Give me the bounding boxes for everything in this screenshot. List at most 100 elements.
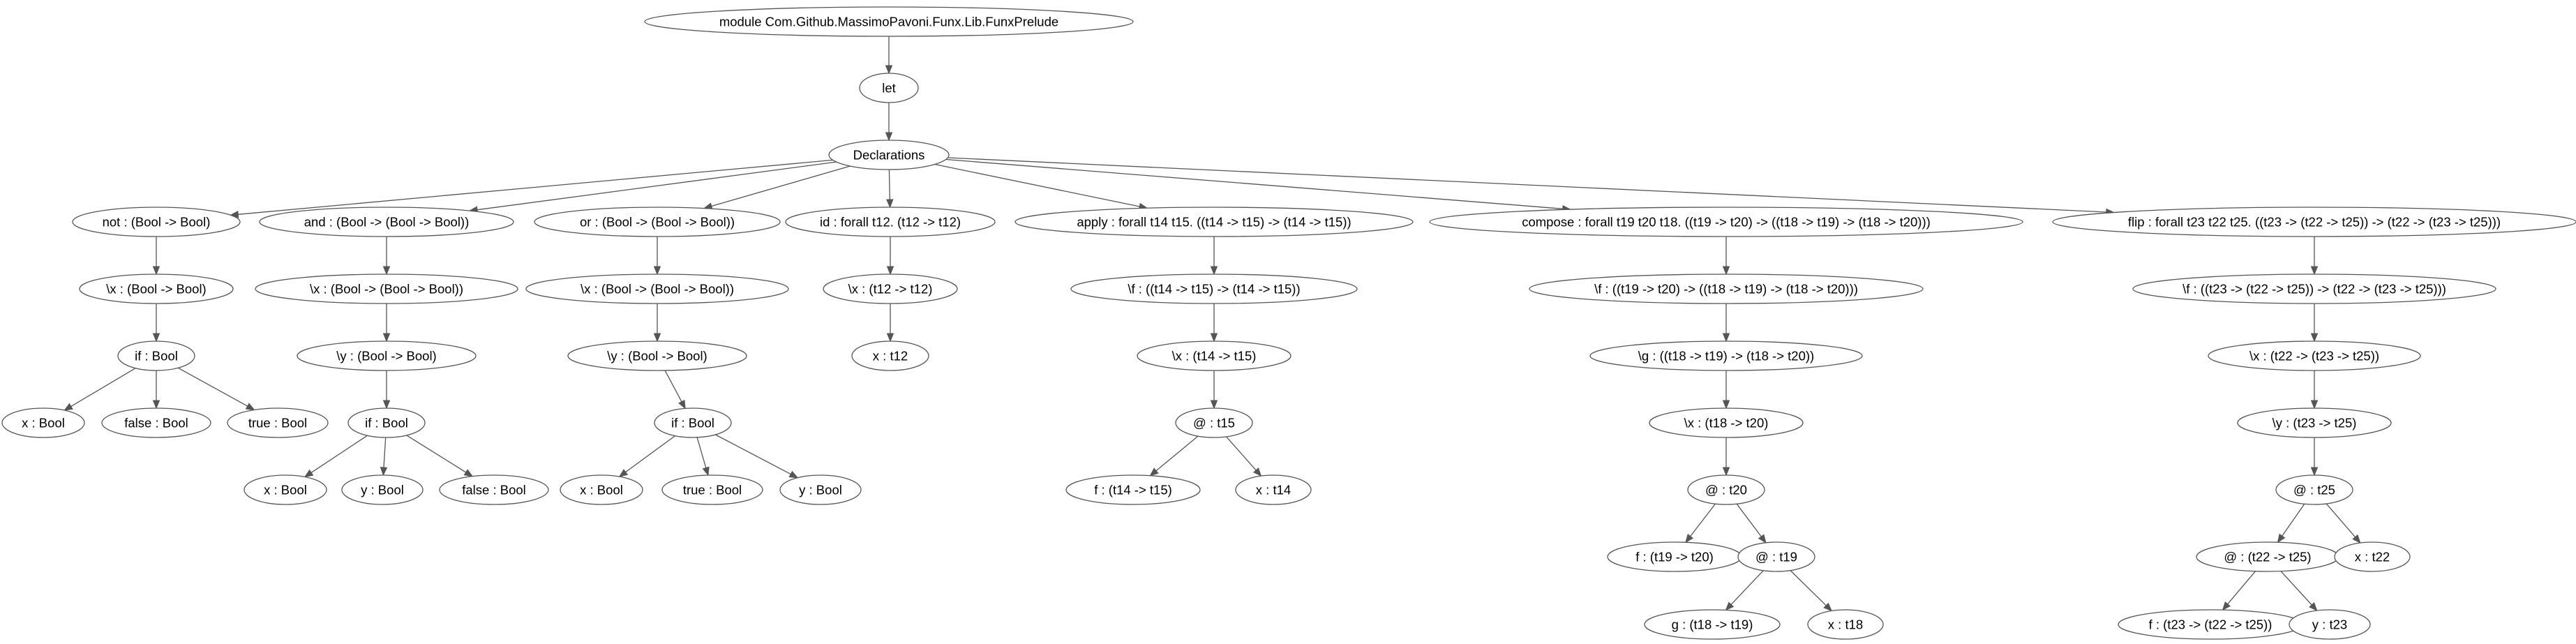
edge-flip-lx-to-flip-ly: [2310, 370, 2319, 410]
node-id-lx: \x : (t12 -> t12): [823, 274, 958, 304]
node-flip-x: x : t22: [2334, 541, 2411, 572]
node-label: true : Bool: [683, 483, 742, 497]
node-label: \x : (t22 -> (t23 -> t25)): [2249, 349, 2379, 364]
node-ellipse: [560, 474, 643, 505]
node-ellipse: [1137, 340, 1291, 371]
node-ellipse: [525, 274, 789, 304]
node-ellipse: [2208, 340, 2421, 371]
node-ellipse: [2289, 609, 2371, 640]
node-comp-g: g : (t18 -> t19): [1644, 609, 1781, 640]
node-and: and : (Bool -> (Bool -> Bool)): [259, 207, 514, 237]
edge-line: [1730, 570, 1764, 605]
edge-module-to-let: [885, 36, 893, 75]
edge-line: [1790, 570, 1827, 606]
edge-line: [238, 159, 833, 215]
edge-comp-at-to-comp-f: [1685, 503, 1716, 544]
edge-and-if-to-and-false: [406, 435, 474, 477]
arrowhead: [463, 469, 474, 477]
node-ellipse: [828, 140, 950, 170]
edge-comp-lx-to-comp-at: [1722, 437, 1730, 477]
node-label: x : Bool: [22, 416, 65, 430]
node-ellipse: [347, 407, 426, 438]
node-label: x : Bool: [580, 483, 623, 497]
tree-edges: [63, 36, 2361, 612]
node-label: not : (Bool -> Bool): [103, 215, 211, 230]
edge-and-if-to-and-x: [304, 435, 368, 478]
node-label: \y : (Bool -> Bool): [336, 349, 436, 364]
edge-not-if-to-not-x: [63, 368, 136, 411]
node-ellipse: [779, 474, 862, 505]
edge-not-if-to-not-false: [152, 370, 160, 410]
node-not-false: false : Bool: [101, 407, 211, 438]
node-label: @ : t15: [1193, 416, 1235, 430]
arrowhead: [152, 400, 160, 410]
node-flip-at2: @ : (t22 -> t25): [2196, 541, 2339, 572]
arrowhead: [1758, 534, 1767, 544]
node-label: id : forall t12. (t12 -> t12): [820, 215, 961, 230]
arrowhead: [382, 333, 391, 343]
node-flip-at: @ : t25: [2275, 474, 2353, 505]
edge-compose-to-comp-lf: [1722, 237, 1730, 276]
arrowhead: [2310, 333, 2319, 343]
node-label: \f : ((t19 -> t20) -> ((t18 -> t19) -> (…: [1594, 282, 1858, 297]
edge-not-to-not-lx: [152, 237, 160, 276]
node-ellipse: [259, 207, 514, 237]
node-label: if : Bool: [135, 349, 178, 364]
node-label: @ : t25: [2293, 483, 2335, 497]
node-label: x : t18: [1828, 617, 1863, 632]
node-and-false: false : Bool: [439, 474, 549, 505]
arrowhead: [304, 469, 314, 478]
arrowhead: [1725, 601, 1735, 611]
node-label: false : Bool: [124, 416, 188, 430]
edge-flip-at-to-flip-x: [2326, 503, 2361, 544]
edge-and-if-to-and-y: [380, 437, 388, 477]
node-ellipse: [2237, 407, 2392, 438]
arrowhead: [2310, 400, 2319, 410]
node-apply-x: x : t14: [1235, 474, 1312, 505]
node-ellipse: [644, 6, 1134, 37]
edge-or-ly-to-or-if: [664, 370, 686, 410]
arrowhead: [152, 266, 160, 276]
edge-line: [2227, 571, 2256, 605]
arrowhead: [2277, 533, 2286, 544]
arrowhead: [618, 469, 629, 477]
edge-apply-lx-to-apply-at: [1210, 370, 1218, 410]
edge-decls-to-or: [703, 165, 851, 210]
node-ellipse: [1687, 474, 1765, 505]
edge-line: [310, 435, 368, 473]
node-flip-y: y : t23: [2289, 609, 2371, 640]
arrowhead: [1252, 467, 1262, 477]
node-flip-lx: \x : (t22 -> (t23 -> t25)): [2208, 340, 2421, 371]
edge-flip-at2-to-flip-f: [2222, 571, 2256, 611]
node-not: not : (Bool -> Bool): [72, 207, 241, 237]
node-label: \x : (t12 -> t12): [848, 282, 933, 297]
node-ellipse: [1644, 609, 1781, 640]
node-label: false : Bool: [462, 483, 526, 497]
node-label: \f : ((t14 -> t15) -> (t14 -> t15)): [1128, 282, 1300, 297]
node-label: y : t23: [2312, 617, 2347, 632]
node-ellipse: [1429, 207, 2023, 237]
node-label: f : (t14 -> t15): [1094, 483, 1172, 497]
node-label: x : t22: [2355, 550, 2390, 564]
node-ellipse: [297, 340, 477, 371]
edge-line: [2280, 571, 2312, 606]
edge-or-to-or-lx: [653, 237, 661, 276]
node-label: \g : ((t18 -> t19) -> (t18 -> t20)): [1638, 349, 1814, 364]
node-decls: Declarations: [828, 140, 950, 170]
edge-flip-at-to-flip-at2: [2277, 503, 2305, 544]
node-label: flip : forall t23 t22 t25. ((t23 -> (t22…: [2128, 215, 2501, 230]
arrowhead: [1722, 400, 1730, 410]
arrowhead: [788, 470, 799, 479]
node-ellipse: [785, 207, 996, 237]
edge-apply-lf-to-apply-lx: [1210, 304, 1218, 343]
node-comp-at2: @ : t19: [1737, 541, 1815, 572]
node-and-lx: \x : (Bool -> (Bool -> Bool)): [255, 274, 518, 304]
node-label: apply : forall t14 t15. ((t14 -> t15) ->…: [1077, 215, 1351, 230]
node-ellipse: [1070, 274, 1358, 304]
edge-flip-lf-to-flip-lx: [2310, 304, 2319, 343]
edge-and-to-and-lx: [382, 237, 391, 276]
node-comp-lf: \f : ((t19 -> t20) -> ((t18 -> t19) -> (…: [1529, 274, 1924, 304]
node-label: if : Bool: [671, 416, 714, 430]
node-ellipse: [1649, 407, 1804, 438]
